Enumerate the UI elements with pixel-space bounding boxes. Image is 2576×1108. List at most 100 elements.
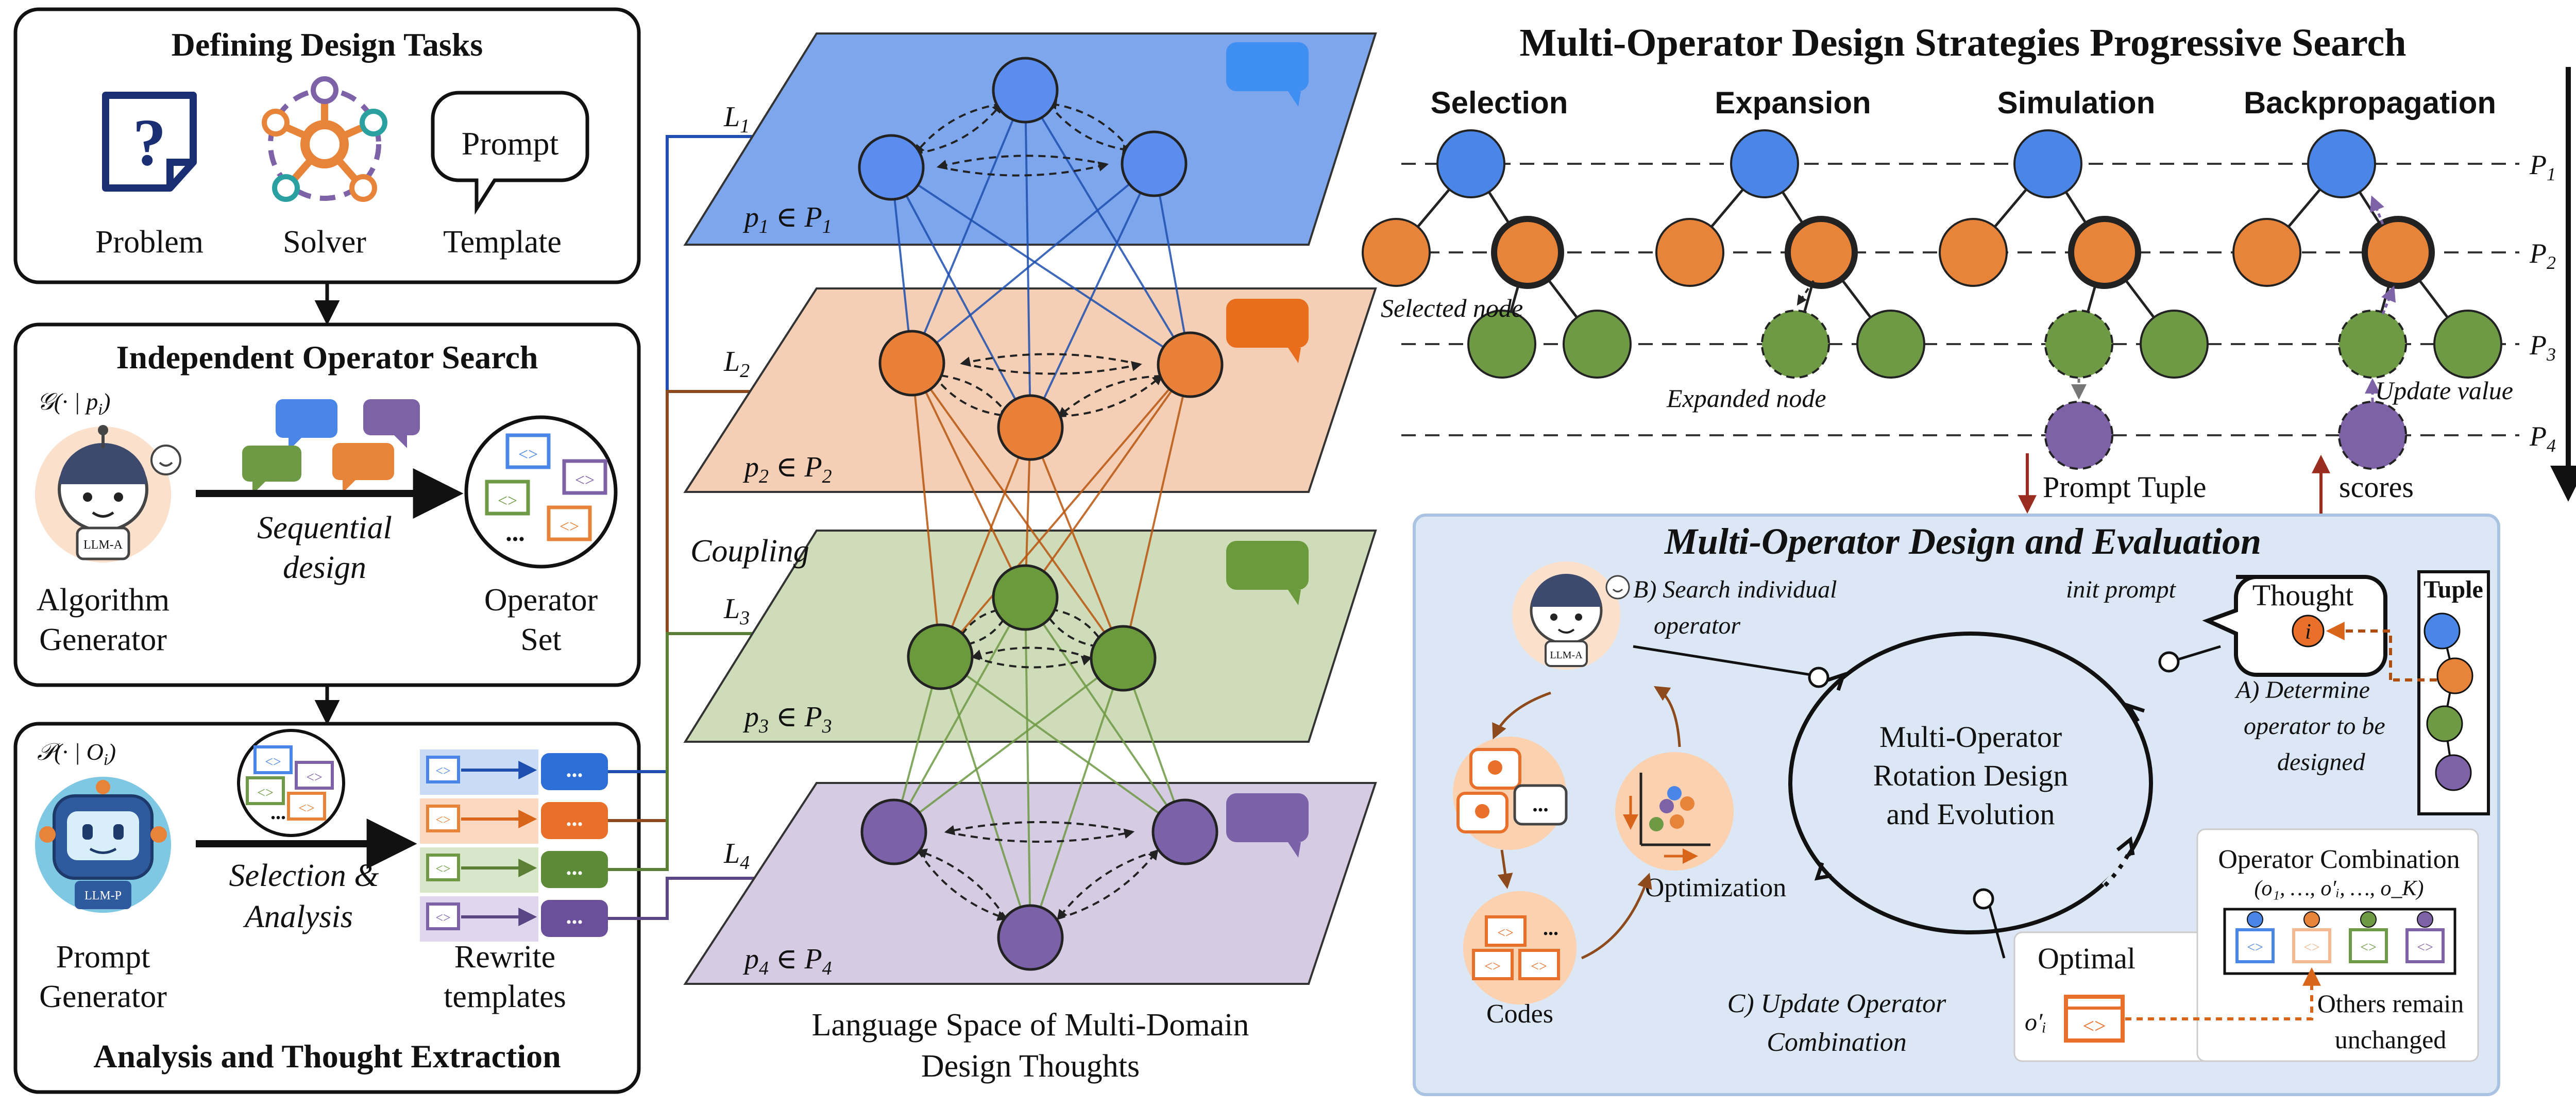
opt-to-robot-arrow	[1653, 686, 1681, 747]
layer-1-node-3	[1121, 130, 1188, 197]
coupling-edge	[1024, 90, 1031, 428]
middle-panel: L1 L2 L3 L4 p1 ∈ P1 p2 ∈ P2 p3 ∈ P3 p4 ∈…	[683, 32, 1377, 1084]
tree-root	[1436, 129, 1505, 198]
sequential-label-2: design	[283, 550, 366, 585]
operator-circle-small: <> <> <> <> ...	[237, 729, 345, 837]
svg-text:<>: <>	[1484, 959, 1501, 975]
coupling-edge	[911, 163, 1155, 364]
prompt-bubble-icon: Prompt	[431, 91, 589, 215]
phase-expansion: Expansion	[1715, 86, 1871, 120]
layer-2-node-1	[878, 330, 945, 397]
expanded-node-label: Expanded node	[1666, 384, 1826, 413]
solver-icon	[262, 76, 387, 202]
dashed-arrow	[1058, 849, 1159, 920]
rewrite-templates: <> <> <> <> ... ... ... ...	[420, 749, 608, 942]
svg-text:<>: <>	[518, 445, 538, 464]
svg-text:<>: <>	[2247, 940, 2263, 956]
svg-text:<>: <>	[2082, 1014, 2106, 1037]
cycle-text-3: and Evolution	[1886, 797, 2055, 831]
tree-p3-node	[2140, 310, 2209, 379]
algorithm-label-1: Algorithm	[37, 583, 170, 618]
coupling-edge	[939, 364, 1191, 658]
update-value-label: Update value	[2375, 376, 2513, 405]
layer-1-node-2	[858, 134, 925, 201]
middle-caption-2: Design Thoughts	[921, 1049, 1140, 1084]
coupling-edge	[1024, 89, 1191, 366]
coupling-edge	[1029, 163, 1155, 428]
sequential-label-1: Sequential	[257, 510, 392, 546]
tree-p2-node	[1939, 218, 2008, 287]
dashed-arrow	[973, 655, 1092, 669]
tree-p3-expanded	[2044, 310, 2113, 379]
tree-p3-expanded	[2338, 310, 2407, 379]
coupling-edge	[1029, 658, 1124, 938]
coupling-edge	[911, 362, 1124, 659]
coupling-edge	[939, 656, 1031, 938]
tuple-to-thought-arrow	[2326, 622, 2392, 680]
backprop-arrow	[2381, 285, 2396, 315]
layer-4-node-1	[860, 798, 927, 865]
robot-to-bubbles-arrow	[1492, 691, 1551, 740]
layer-3-name: L3	[723, 593, 750, 629]
llm-a-tag-2: LLM-A	[1550, 650, 1583, 661]
algorithm-label-2: Generator	[39, 622, 167, 657]
dashed-arrow	[918, 850, 1008, 921]
dashed-arrow	[944, 821, 1133, 836]
layer-4-speech-icon	[1226, 793, 1309, 858]
cycle-node-c	[1973, 888, 1994, 910]
phase-simulation: Simulation	[1997, 86, 2156, 120]
tree-p2-node	[2232, 218, 2301, 287]
init-prompt-label: init prompt	[2066, 576, 2177, 603]
bubble-ellipsis: ...	[1532, 793, 1549, 816]
combo-formula: (o₁, …, o′ᵢ, …, o_K)	[2254, 877, 2424, 900]
coupling-edge	[893, 657, 1124, 833]
tuple-box: Tuple	[2417, 570, 2490, 815]
step-c-label-2: Combination	[1767, 1028, 1907, 1057]
svg-text:?: ?	[133, 106, 166, 180]
tree-p4-simulated	[2044, 401, 2113, 470]
tree-p3-node	[1856, 310, 1925, 379]
cycle-arrowhead-left	[1827, 672, 1846, 691]
tree-p3-node	[1563, 310, 1632, 379]
codes-label: Codes	[1486, 999, 1553, 1029]
dashed-arrow	[915, 102, 1003, 155]
level-p4: P4	[2529, 421, 2556, 456]
operator-set-ellipsis: ...	[505, 518, 525, 547]
coupling-edge	[939, 427, 1031, 657]
llm-p-robot-icon: LLM-P	[35, 777, 171, 913]
phase-selection: Selection	[1431, 86, 1568, 120]
others-label-1: Others remain	[2317, 989, 2464, 1018]
scores-label: scores	[2339, 470, 2414, 504]
optimal-label: Optimal	[2038, 942, 2136, 975]
layer-4-node-3	[997, 904, 1064, 971]
tree-p3-node	[1467, 310, 1536, 379]
mcts-panel: Multi-Operator Design Strategies Progres…	[1362, 21, 2576, 515]
layer-3-membership: p3 ∈ P3	[742, 701, 832, 737]
svg-text:<>: <>	[435, 861, 450, 876]
left-panel: Defining Design Tasks ? Problem Solver	[13, 7, 790, 1094]
middle-caption-1: Language Space of Multi-Domain	[812, 1008, 1249, 1043]
step-c-label-1: C) Update Operator	[1727, 989, 1946, 1018]
layer-1-node-1	[992, 57, 1059, 124]
cycle-arrowhead-bottom	[1814, 862, 1832, 881]
layer-3-node-2	[907, 623, 974, 690]
tuple-label: Tuple	[2424, 576, 2483, 603]
svg-text:<>: <>	[435, 812, 450, 827]
layer-3-node-1	[992, 564, 1059, 631]
robot-to-cycle-line	[1633, 645, 1811, 676]
svg-text:<>: <>	[435, 763, 450, 778]
independent-search-title: Independent Operator Search	[116, 339, 538, 376]
step-a-label-2: operator to be	[2244, 712, 2385, 740]
thought-bubble: Thought i	[2202, 575, 2387, 677]
cycle-text-2: Rotation Design	[1873, 759, 2069, 792]
tree-root	[2013, 129, 2082, 198]
connector-layer-2	[608, 382, 787, 822]
coupling-edge	[1122, 364, 1191, 659]
backprop-arrow	[2369, 195, 2384, 225]
layer-4-membership: p4 ∈ P4	[742, 943, 832, 979]
svg-text:<>: <>	[560, 517, 579, 536]
problem-label: Problem	[95, 225, 204, 260]
rewrite-label-2: templates	[444, 979, 566, 1014]
svg-text:<>: <>	[1531, 959, 1547, 975]
layer-1-name: L1	[723, 101, 750, 137]
